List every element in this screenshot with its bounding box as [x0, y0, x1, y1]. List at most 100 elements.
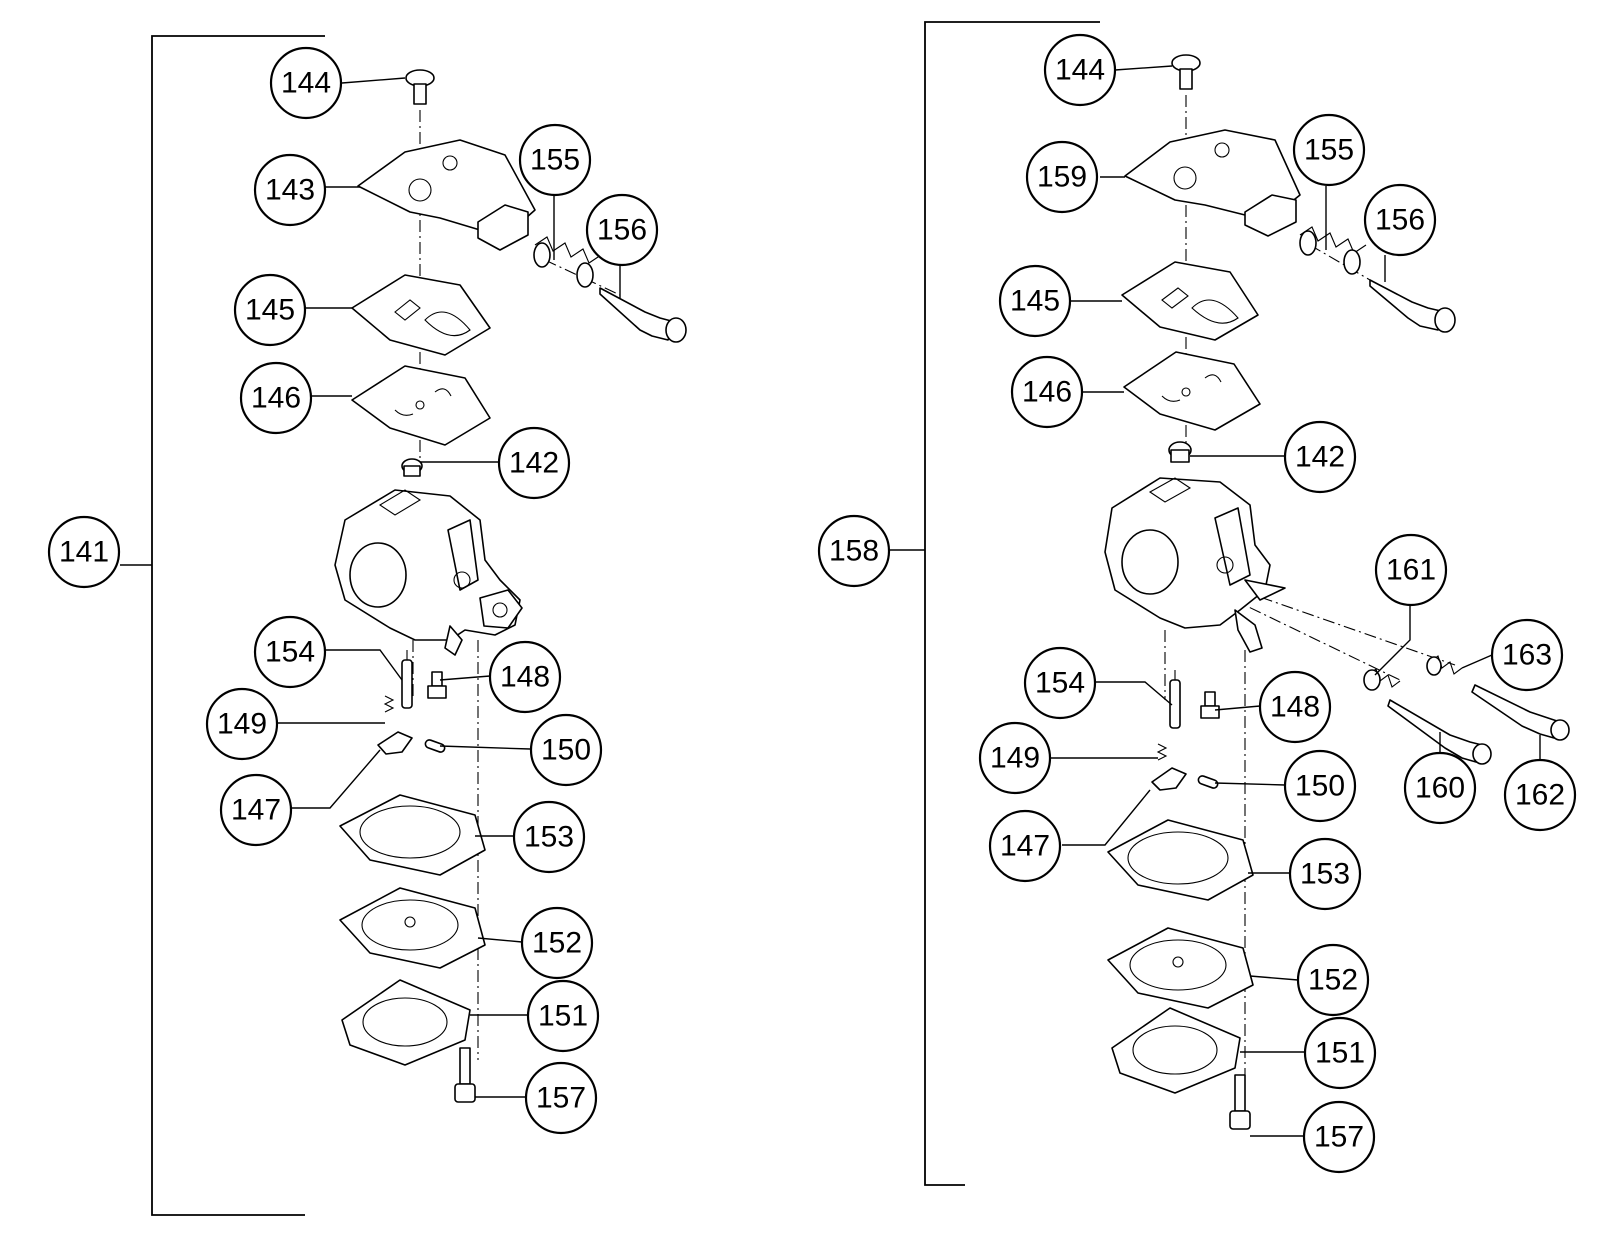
gasket-145-part: [351, 274, 491, 356]
callout-157: 157: [524, 1061, 598, 1135]
callout-label: 154: [1035, 667, 1085, 700]
callout-151: 151: [1303, 1016, 1377, 1090]
callout-label: 144: [281, 67, 331, 100]
callout-160: 160: [1403, 751, 1477, 825]
callout-153: 153: [1288, 837, 1362, 911]
callout-153: 153: [512, 800, 586, 874]
assembly-a-bracket: [120, 35, 325, 1216]
needle-160-part: [1387, 699, 1492, 765]
cover-plate-part: [357, 139, 536, 251]
callout-label: 162: [1515, 779, 1565, 812]
pin-150-part: [424, 739, 446, 753]
diaphragm-152-part: [339, 887, 486, 969]
callout-149: 149: [205, 687, 279, 761]
callout-label: 152: [1308, 964, 1358, 997]
callout-154: 154: [253, 615, 327, 689]
gasket-145-part: [1121, 261, 1259, 341]
callout-156: 156: [1363, 183, 1437, 257]
callout-label: 148: [500, 661, 550, 694]
callout-149: 149: [978, 721, 1052, 795]
needle-screw-part: [1369, 279, 1456, 333]
assembly-b: 158 144 159 155 156 145 146 142 161 163 …: [817, 21, 1577, 1186]
callout-163: 163: [1490, 618, 1564, 692]
callout-152: 152: [1296, 943, 1370, 1017]
callout-150: 150: [529, 713, 603, 787]
callout-label: 161: [1386, 554, 1436, 587]
callout-142: 142: [1283, 420, 1357, 494]
callout-154: 154: [1023, 646, 1097, 720]
carburetor-body-part: [334, 489, 523, 656]
callout-label: 163: [1502, 639, 1552, 672]
spring-part: [1299, 226, 1367, 275]
callout-151: 151: [526, 979, 600, 1053]
callout-label: 146: [1022, 376, 1072, 409]
callout-145: 145: [998, 264, 1072, 338]
callout-146: 146: [1010, 355, 1084, 429]
callout-147: 147: [219, 773, 293, 847]
callout-155: 155: [1292, 113, 1366, 187]
callout-155: 155: [518, 123, 592, 197]
callout-162: 162: [1503, 758, 1577, 832]
screw-157-part: [1229, 1074, 1251, 1130]
screw-148-part: [427, 671, 447, 699]
callout-144: 144: [1043, 33, 1117, 107]
callout-159: 159: [1025, 140, 1099, 214]
callout-label: 151: [1315, 1037, 1365, 1070]
callout-148: 148: [1258, 670, 1332, 744]
cover-151-part: [341, 979, 471, 1066]
callout-label: 154: [265, 636, 315, 669]
callout-label: 156: [1375, 204, 1425, 237]
callout-label: 152: [532, 927, 582, 960]
callout-label: 156: [597, 214, 647, 247]
lever-147-part: [1151, 767, 1187, 791]
callout-label: 153: [524, 821, 574, 854]
callout-145: 145: [233, 273, 307, 347]
callout-label: 144: [1055, 54, 1105, 87]
callout-label: 142: [509, 447, 559, 480]
callout-158: 158: [817, 514, 891, 588]
callout-label: 158: [829, 535, 879, 568]
callout-label: 151: [538, 1000, 588, 1033]
screw-part: [405, 69, 435, 105]
callout-label: 143: [265, 174, 315, 207]
diaphragm-146-part: [351, 365, 491, 446]
carburetor-body-part: [1104, 477, 1286, 653]
callout-152: 152: [520, 906, 594, 980]
pin-150-part: [1197, 775, 1219, 789]
callout-label: 148: [1270, 691, 1320, 724]
gasket-153-part: [339, 794, 486, 876]
callout-161: 161: [1374, 533, 1448, 607]
callout-156: 156: [585, 193, 659, 267]
screw-157-part: [454, 1047, 476, 1103]
callout-142: 142: [497, 426, 571, 500]
callout-label: 157: [536, 1082, 586, 1115]
callout-label: 160: [1415, 772, 1465, 805]
callout-label: 149: [990, 742, 1040, 775]
plug-part: [401, 458, 423, 477]
callout-label: 145: [1010, 285, 1060, 318]
needle-valve-part: [401, 650, 413, 709]
callout-label: 146: [251, 382, 301, 415]
lever-147-part: [377, 731, 413, 755]
callout-label: 145: [245, 294, 295, 327]
spring-163-part: [1426, 655, 1463, 676]
callout-label: 147: [231, 794, 281, 827]
needle-valve-part: [1169, 670, 1181, 729]
needle-162-part: [1471, 684, 1570, 741]
screw-148-part: [1200, 691, 1220, 719]
callout-label: 141: [59, 536, 109, 569]
diaphragm-146-part: [1123, 351, 1261, 431]
gasket-153-part: [1107, 819, 1254, 901]
callout-157: 157: [1302, 1100, 1376, 1174]
callout-label: 142: [1295, 441, 1345, 474]
callout-label: 153: [1300, 858, 1350, 891]
cover-151-part: [1111, 1007, 1241, 1094]
spring-149-part: [1156, 743, 1168, 761]
callout-label: 155: [1304, 134, 1354, 167]
callout-label: 159: [1037, 161, 1087, 194]
callout-label: 147: [1000, 830, 1050, 863]
diaphragm-152-part: [1107, 927, 1254, 1009]
spring-part: [533, 236, 602, 288]
callout-label: 155: [530, 144, 580, 177]
